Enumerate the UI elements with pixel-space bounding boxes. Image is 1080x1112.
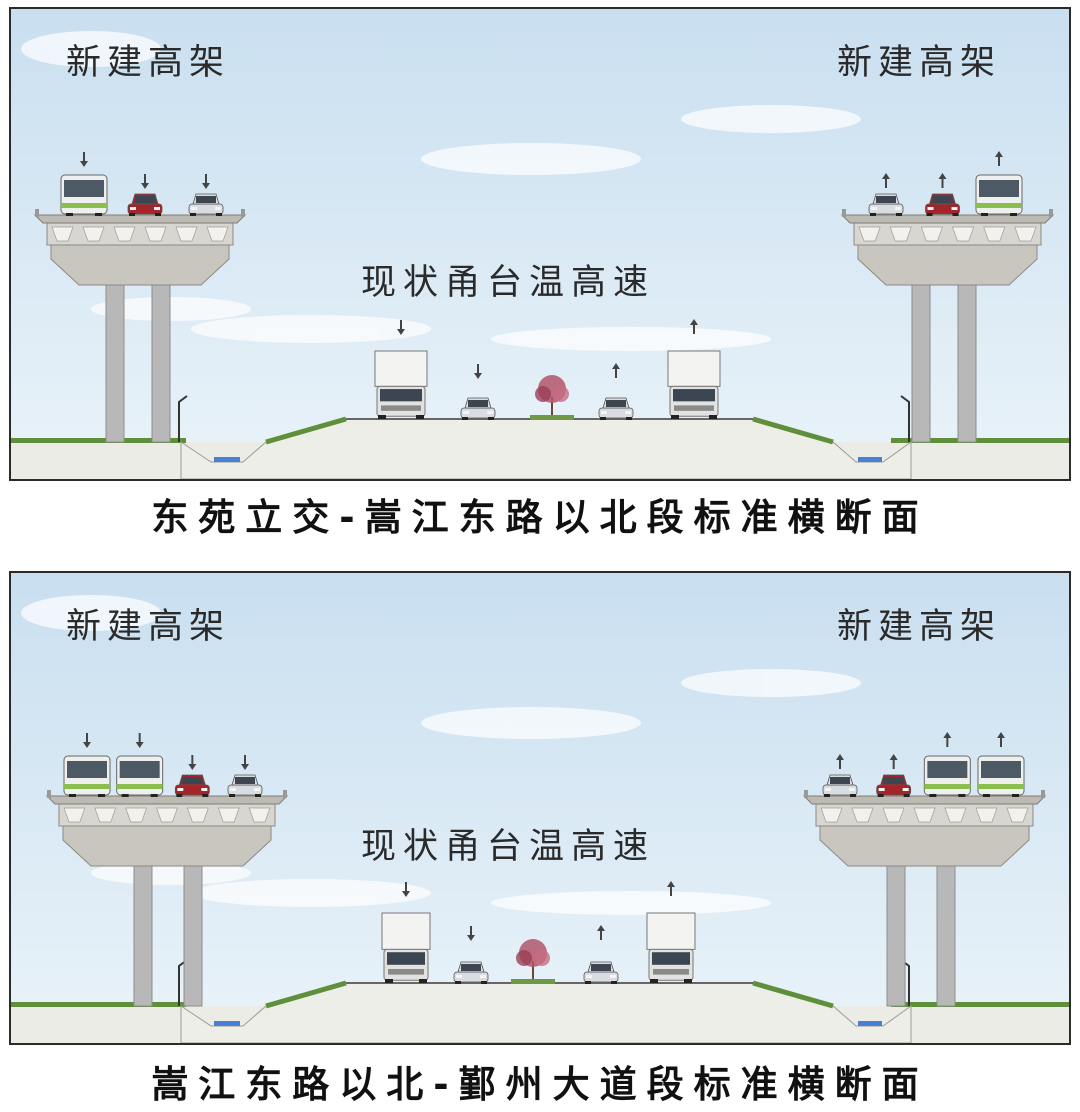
drainage-ditch bbox=[858, 1021, 882, 1026]
up-arrow-icon bbox=[836, 754, 844, 769]
viaduct-pier bbox=[151, 284, 171, 443]
viaduct-pier bbox=[133, 865, 153, 1007]
section-caption-bottom: 嵩江东路以北-鄞州大道段标准横断面 bbox=[151, 1063, 929, 1106]
street-light-icon bbox=[900, 395, 910, 442]
down-arrow-icon bbox=[135, 733, 144, 748]
viaduct-deck bbox=[840, 214, 1055, 224]
car-icon bbox=[453, 961, 489, 984]
car-icon bbox=[127, 193, 163, 216]
down-arrow-icon bbox=[141, 174, 149, 189]
drainage-ditch bbox=[214, 1021, 240, 1026]
left-viaduct bbox=[33, 209, 247, 443]
existing-highway-label: 现状甬台温高速 bbox=[361, 827, 656, 867]
up-arrow-icon bbox=[997, 732, 1005, 747]
left-viaduct-label: 新建高架 bbox=[66, 43, 231, 83]
cross-section-drawing-top bbox=[11, 9, 1069, 479]
right-viaduct bbox=[840, 209, 1055, 443]
car-icon bbox=[174, 774, 210, 797]
car-icon bbox=[598, 397, 634, 420]
cloud-decoration bbox=[21, 31, 861, 351]
street-light-icon bbox=[178, 395, 188, 442]
car-icon bbox=[460, 397, 496, 420]
bus-icon bbox=[977, 755, 1025, 797]
embankment-grass bbox=[265, 980, 347, 1009]
bus-icon bbox=[60, 174, 108, 216]
cloud-decoration bbox=[21, 595, 861, 915]
existing-highway-label: 现状甬台温高速 bbox=[361, 263, 656, 303]
car-icon bbox=[925, 193, 960, 216]
embankment-grass bbox=[752, 416, 834, 445]
grass-strip bbox=[891, 1002, 1069, 1007]
viaduct-pier bbox=[936, 865, 956, 1007]
grass-strip bbox=[11, 438, 186, 443]
cross-section-panel-bottom: 新建高架 新建高架 现状甬台温高速 bbox=[9, 571, 1071, 1045]
down-arrow-icon bbox=[474, 364, 482, 379]
right-viaduct-label: 新建高架 bbox=[836, 43, 1001, 83]
car-icon bbox=[227, 774, 263, 797]
car-icon bbox=[188, 193, 224, 216]
viaduct-deck bbox=[33, 214, 247, 224]
bus-icon bbox=[116, 755, 164, 797]
bus-icon bbox=[975, 174, 1023, 216]
truck-icon bbox=[381, 912, 431, 983]
grass-strip bbox=[891, 438, 1069, 443]
right-viaduct-label: 新建高架 bbox=[836, 607, 1001, 647]
up-arrow-icon bbox=[882, 173, 890, 188]
down-arrow-icon bbox=[80, 152, 88, 167]
bus-icon bbox=[923, 755, 971, 797]
truck-icon bbox=[667, 350, 721, 419]
viaduct-pier bbox=[957, 284, 977, 443]
viaduct-cap-beam bbox=[819, 825, 1030, 867]
up-arrow-icon bbox=[995, 151, 1003, 166]
tree-icon bbox=[530, 375, 574, 420]
viaduct-box-girder bbox=[46, 222, 234, 246]
viaduct-box-girder bbox=[853, 222, 1042, 246]
truck-icon bbox=[374, 350, 428, 419]
viaduct-cap-beam bbox=[857, 244, 1038, 286]
car-icon bbox=[876, 774, 912, 797]
drainage-ditch bbox=[858, 457, 882, 462]
bus-icon bbox=[63, 755, 111, 797]
viaduct-cap-beam bbox=[50, 244, 230, 286]
down-arrow-icon bbox=[202, 174, 210, 189]
right-viaduct bbox=[802, 790, 1047, 1007]
up-arrow-icon bbox=[690, 319, 698, 334]
down-arrow-icon bbox=[241, 755, 249, 770]
viaduct-pier bbox=[105, 284, 125, 443]
viaduct-pier bbox=[886, 865, 906, 1007]
viaduct-pier bbox=[183, 865, 203, 1007]
down-arrow-icon bbox=[397, 320, 405, 335]
viaduct-deck bbox=[45, 795, 289, 805]
viaduct-cap-beam bbox=[62, 825, 272, 867]
truck-icon bbox=[646, 912, 696, 983]
drainage-ditch bbox=[214, 457, 240, 462]
up-arrow-icon bbox=[889, 754, 898, 769]
viaduct-deck bbox=[802, 795, 1047, 805]
up-arrow-icon bbox=[943, 732, 952, 747]
car-icon bbox=[822, 774, 858, 797]
left-viaduct-label: 新建高架 bbox=[66, 607, 231, 647]
down-arrow-icon bbox=[83, 733, 91, 748]
section-caption-top: 东苑立交-嵩江东路以北段标准横断面 bbox=[151, 496, 929, 539]
up-arrow-icon bbox=[667, 881, 675, 896]
up-arrow-icon bbox=[597, 925, 605, 940]
cross-section-drawing-bottom bbox=[11, 573, 1069, 1043]
down-arrow-icon bbox=[188, 755, 197, 770]
viaduct-pier bbox=[911, 284, 931, 443]
up-arrow-icon bbox=[612, 363, 620, 378]
embankment-grass bbox=[265, 416, 347, 445]
left-viaduct bbox=[45, 790, 289, 1007]
embankment-grass bbox=[752, 980, 834, 1009]
car-icon bbox=[583, 961, 619, 984]
down-arrow-icon bbox=[402, 882, 410, 897]
cross-section-panel-top: 新建高架 新建高架 现状甬台温高速 bbox=[9, 7, 1071, 481]
down-arrow-icon bbox=[467, 926, 475, 941]
grass-strip bbox=[11, 1002, 186, 1007]
car-icon bbox=[868, 193, 904, 216]
up-arrow-icon bbox=[938, 173, 947, 188]
tree-icon bbox=[511, 939, 555, 984]
